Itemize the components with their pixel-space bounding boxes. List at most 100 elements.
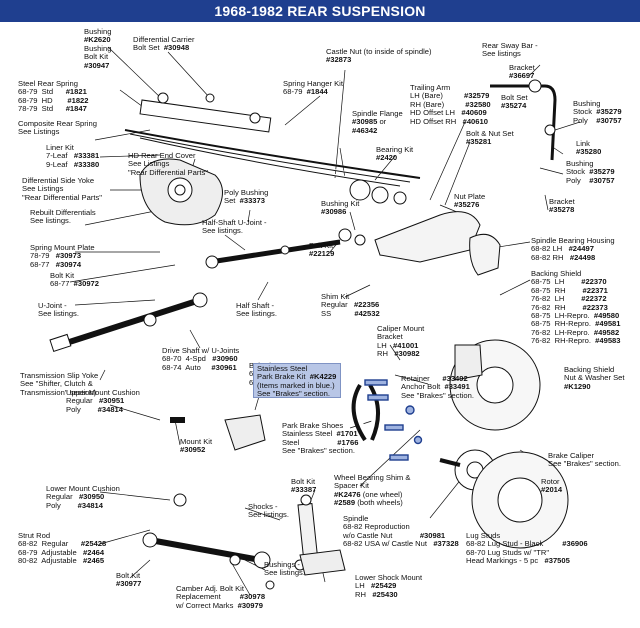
callout-line: 76-82 LH #22372 [531,295,621,303]
callout-text: 78-79 [30,251,56,261]
callout-text: See listings. [264,568,305,578]
callout-bushing-kit-mid: Bushing Kit#30986 [321,199,359,217]
callout-text: 7-Leaf [46,151,74,161]
callout-text: w/o Castle Nut [343,530,420,540]
callout-text: 68-82 USA w/ Castle Nut [343,539,434,549]
callout-line: Regular #30950 [46,493,120,501]
callout-text: Shocks - [248,502,278,511]
note-line: Park Brake Kit #K4229 [257,373,337,381]
part-number: #49583 [595,336,621,346]
part-number: #22129 [309,249,335,259]
callout-text: Liner Kit [46,143,74,152]
note-text: (Items marked in blue.) [257,380,335,390]
callout-line: Bracket [377,333,424,341]
callout-text: Mount Kit [180,437,213,446]
part-number: #2014 [541,485,563,495]
callout-line: See listings [482,50,538,58]
callout-line: Poly Bushing [224,188,268,197]
callout-line: 7-Leaf #33381 [46,152,99,160]
callout-line: Composite Rear Spring [18,119,97,128]
callout-line: Stainless Steel #1701 [282,430,358,438]
callout-line: #35274 [501,102,528,110]
part-number: #25430 [372,589,398,599]
note-line: (Items marked in blue.) [257,380,337,390]
callout-text: Caliper Mount [377,324,425,333]
callout-line: HD Rear End Cover [128,151,208,160]
callout-text: Backing Shield [531,269,582,278]
callout-line: See "Shifter, Clutch & [20,380,98,388]
callout-line: See "Brakes" section. [282,447,358,455]
part-number: #37505 [544,556,570,566]
callout-line: Link [576,139,601,148]
callout-text: Brake Caliper [548,451,595,460]
callout-text: Spring Mount Plate [30,243,95,252]
callout-line: Park Brake Shoes [282,421,358,430]
callout-bolt-kit-30977: Bolt Kit#30977 [116,571,141,589]
callout-line: Poly #30757 [566,176,615,185]
callout-line: Regular #22356 [321,301,380,309]
callout-line: See Listings [22,185,102,193]
part-number: #40610 [462,116,488,126]
callout-text: 76-82 RH [531,302,583,312]
callout-text: Bushing [84,27,112,36]
callout-text: Bolt Kit [309,241,334,250]
callout-text: Bushing [573,99,601,108]
callout-line: LH #41001 [377,341,424,350]
callout-line: #22129 [309,250,334,258]
callout-text: Stock [566,167,590,177]
callout-line: #35278 [549,206,575,214]
callout-line: 68-82 Regular #25428 [18,540,106,548]
callout-line: Spindle Bearing Housing [531,236,615,245]
callout-line: Stock #35279 [566,168,615,176]
part-number: #37328 [433,539,459,549]
part-number: #1701 [336,429,358,439]
callout-line: Rear Sway Bar - [482,41,538,50]
callout-rotor: Rotor#2014 [541,477,563,495]
callout-text: 76-82 LH-Repro. [531,327,594,337]
callout-text: 68-70 Lug Studs w/ "TR" [466,547,550,557]
callout-line: RH #30982 [377,350,424,358]
callout-line: Backing Shield [564,365,625,374]
part-number: #22372 [581,294,607,304]
callout-line: Lower Shock Mount [355,573,422,582]
callout-line: Castle Nut (to inside of spindle) [326,47,432,56]
callout-text: 80-82 Adjustable [18,556,84,566]
part-number: #2420 [376,153,398,163]
callout-line: 68-82 Reproduction [343,523,459,531]
part-number: #22370 [581,277,607,287]
callout-line: See "Brakes" section. [548,460,621,468]
part-number: #30951 [98,396,125,406]
callout-line: HD Offset LH #40609 [410,109,491,117]
callout-line: 78-79 #30973 [30,252,95,260]
part-number: #22356 [353,300,380,310]
callout-line: #30947 [84,61,111,70]
callout-text: 76-82 RH-Repro. [531,336,596,346]
callout-line: Head Markings - 5 pc #37505 [466,557,588,565]
callout-line: #30977 [116,580,141,588]
callout-line: #35281 [466,138,514,146]
callout-line: Bushing Kit [321,199,359,208]
part-number: #36697 [509,71,535,81]
callout-text: Anchor Bolt [401,382,445,392]
part-number: #1847 [65,104,87,114]
callout-line: HD Offset RH #40610 [410,116,491,126]
part-number: #30950 [78,492,105,502]
callout-text: LH [355,581,372,591]
part-number: #K2620 [84,35,111,45]
diagram-artwork [49,46,581,596]
callout-line: See listings. [264,569,305,577]
callout-text: 68-77 [50,279,74,289]
callout-text: Steel Rear Spring [18,79,78,88]
callout-line: 78-79 Std #1847 [18,105,89,113]
